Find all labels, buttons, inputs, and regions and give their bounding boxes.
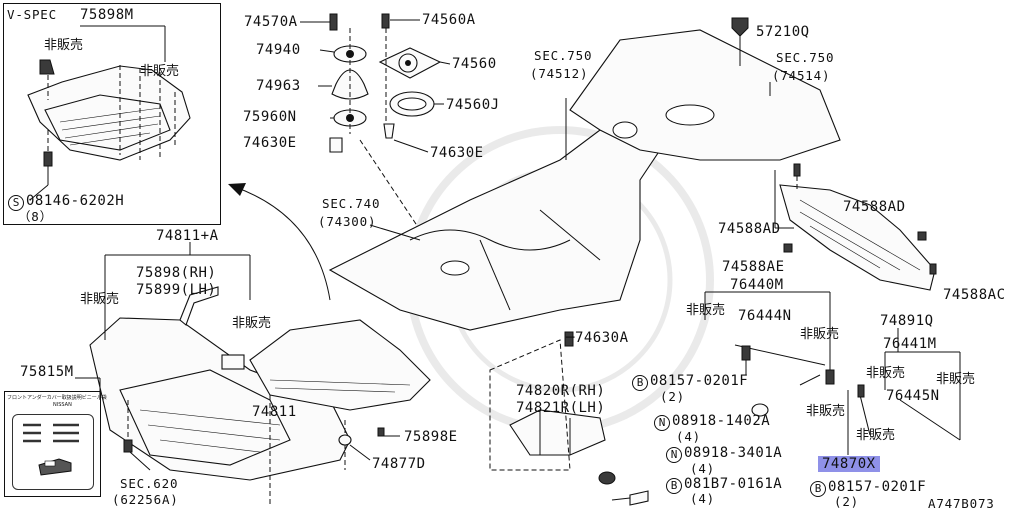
instruction-card-brand: NISSAN xyxy=(53,402,72,408)
label-74588ac: 74588AC xyxy=(943,287,1006,303)
instruction-card: フロントアンダーカバー取扱説明ビニール袋 NISSAN xyxy=(4,391,107,497)
label-57210q: 57210Q xyxy=(756,24,810,40)
label-081b7-text: 081B7-0161A xyxy=(684,476,783,492)
b-symbol-icon: B xyxy=(666,478,682,494)
note-h: 非販売 xyxy=(856,428,896,443)
arrow xyxy=(234,186,331,301)
label-74560: 74560 xyxy=(452,56,497,72)
label-sec740-sub: (74300) xyxy=(318,214,377,229)
inset-note-right: 非販売 xyxy=(140,64,180,79)
label-sec620: SEC.620 xyxy=(120,476,179,491)
label-74630e-left: 74630E xyxy=(243,135,297,151)
inset-bolt-number: 08146-6202H xyxy=(26,193,125,209)
label-08918-3401a-text: 08918-3401A xyxy=(684,445,783,461)
n-symbol-icon: N xyxy=(666,447,682,463)
label-08918-1402a-qty: (4) xyxy=(676,429,701,444)
label-74811a: 74811+A xyxy=(156,228,219,244)
label-sec740: SEC.740 xyxy=(322,196,381,211)
label-74820r: 74820R(RH) xyxy=(516,383,606,399)
label-75960n: 75960N xyxy=(243,109,297,125)
label-74940: 74940 xyxy=(256,42,301,58)
label-74588ad-right: 74588AD xyxy=(843,199,906,215)
arrow-head xyxy=(228,183,246,196)
floor-insulator xyxy=(328,17,841,331)
inset-bolt-qty: （8） xyxy=(18,209,53,224)
inset-part-number: 75898M xyxy=(80,7,134,23)
label-sec750-a: SEC.750 xyxy=(534,48,593,63)
label-74630e-right: 74630E xyxy=(430,145,484,161)
reference-code: A747B073 xyxy=(928,496,995,511)
label-74560a: 74560A xyxy=(422,12,476,28)
note-d: 非販売 xyxy=(800,327,840,342)
mount-parts xyxy=(300,13,451,261)
label-75898rh: 75898(RH) xyxy=(136,265,217,281)
label-sec620-sub: (62256A) xyxy=(112,492,179,507)
cables xyxy=(704,291,961,455)
label-74891q: 74891Q xyxy=(880,313,934,329)
label-74877d: 74877D xyxy=(372,456,426,472)
label-74630a-text: 74630A xyxy=(574,330,629,346)
instruction-card-panel xyxy=(12,414,94,490)
bracket xyxy=(489,331,649,506)
label-75898e: 75898E xyxy=(404,429,458,445)
note-g: 非販売 xyxy=(806,404,846,419)
v-spec-inset xyxy=(3,3,221,225)
n-symbol-icon: N xyxy=(654,415,670,431)
label-081b7-qty: (4) xyxy=(690,491,715,506)
label-sec750-a-sub: (74512) xyxy=(530,66,589,81)
label-74821r: 74821R(LH) xyxy=(516,400,606,416)
highlighted-part-number: 74870X xyxy=(818,456,880,472)
note-a: 非販売 xyxy=(80,292,120,307)
label-76444n: 76444N xyxy=(738,308,792,324)
b-symbol-icon: B xyxy=(632,375,648,391)
label-08157-bottom-text: 08157-0201F xyxy=(828,479,927,495)
label-74570a: 74570A xyxy=(244,14,298,30)
label-74630a: ─74630A xyxy=(566,330,629,346)
note-b: 非販売 xyxy=(232,316,272,331)
inset-undercover xyxy=(27,25,191,201)
inset-note-left: 非販売 xyxy=(44,38,84,53)
label-74870x: 74870X xyxy=(818,456,880,472)
label-74588ae: 74588AE xyxy=(722,259,785,275)
note-e: 非販売 xyxy=(866,366,906,381)
label-76440m: 76440M xyxy=(730,277,784,293)
label-08918-3401a-qty: (4) xyxy=(690,461,715,476)
label-08157-top-qty: (2) xyxy=(660,389,685,404)
b-symbol-icon: B xyxy=(810,481,826,497)
inset-title: V-SPEC xyxy=(7,7,57,22)
label-08918-1402a-text: 08918-1402A xyxy=(672,413,771,429)
label-sec750-b-sub: (74514) xyxy=(772,68,831,83)
label-74588ad-left: 74588AD xyxy=(718,221,781,237)
label-08157-bottom-qty: (2) xyxy=(834,494,859,509)
s-symbol-icon: S xyxy=(8,195,24,211)
card-illustration xyxy=(23,423,79,476)
label-76445n: 76445N xyxy=(886,388,940,404)
label-74963: 74963 xyxy=(256,78,301,94)
label-74811: 74811 xyxy=(252,404,297,420)
label-sec750-b: SEC.750 xyxy=(776,50,835,65)
instruction-card-title: フロントアンダーカバー取扱説明ビニール袋 xyxy=(7,395,107,401)
side-panel xyxy=(774,163,937,291)
label-74560j: 74560J xyxy=(446,97,500,113)
front-undercover xyxy=(75,242,431,505)
label-75815m: 75815M xyxy=(20,364,74,380)
note-f: 非販売 xyxy=(936,372,976,387)
label-76441m: 76441M xyxy=(883,336,937,352)
label-75899lh: 75899(LH) xyxy=(136,282,217,298)
label-08157-top-text: 08157-0201F xyxy=(650,373,749,389)
note-c: 非販売 xyxy=(686,303,726,318)
